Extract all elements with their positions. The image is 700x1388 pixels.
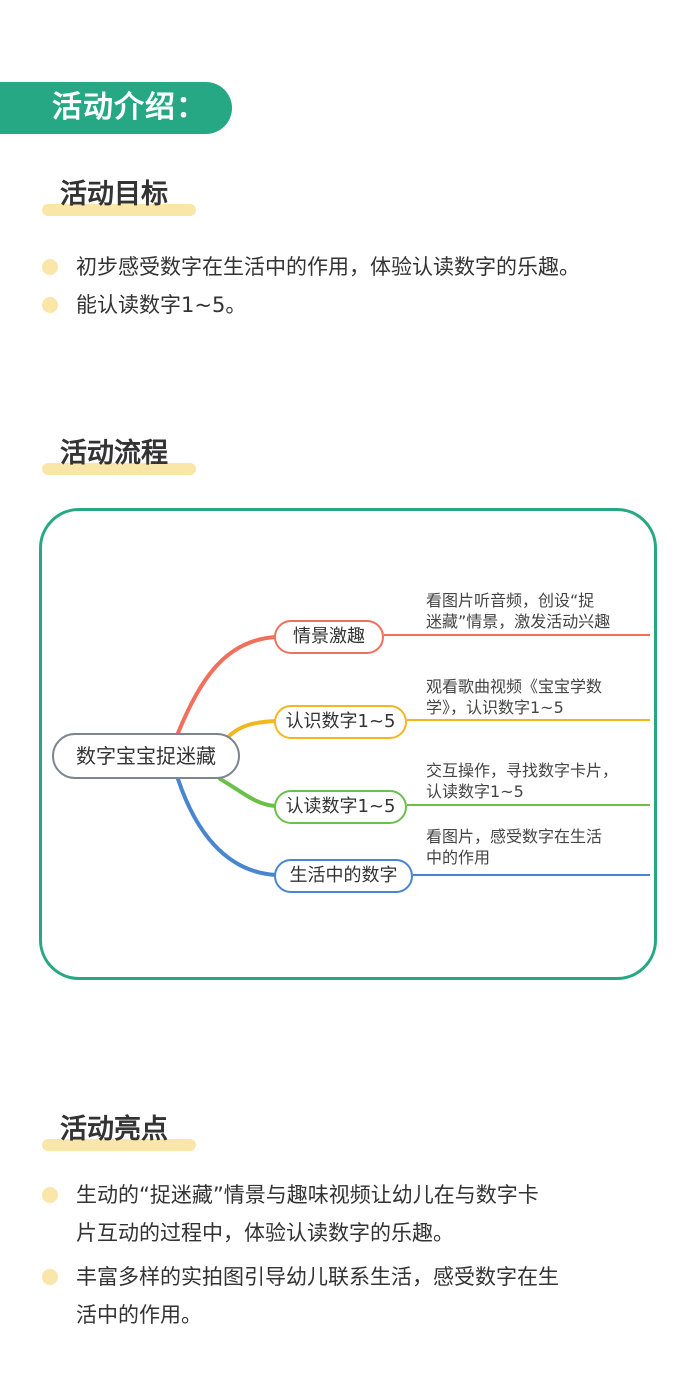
list-item: 初步感受数字在生活中的作用，体验认读数字的乐趣。 <box>42 251 682 283</box>
note-line: 认读数字1~5 <box>426 782 524 801</box>
bullet-dot-icon <box>42 1187 58 1203</box>
branch-curve-4 <box>176 777 278 877</box>
process-section-title: 活动流程 <box>42 437 196 477</box>
note-line: 看图片听音频，创设“捉 <box>426 591 595 610</box>
branch-curve-2 <box>226 719 278 739</box>
intro-banner: 活动介绍： <box>0 82 232 134</box>
bullet-dot-icon <box>42 259 58 275</box>
title-highlight <box>42 204 196 216</box>
list-item: 生动的“捉迷藏”情景与趣味视频让幼儿在与数字卡 片互动的过程中，体验认读数字的乐… <box>42 1176 682 1252</box>
goal-text: 能认读数字1~5。 <box>76 293 247 317</box>
intro-banner-title: 活动介绍： <box>52 90 207 125</box>
branch-node-2: 认识数字1~5 <box>274 705 407 739</box>
branch-note-2: 观看歌曲视频《宝宝学数 学》，认识数字1~5 <box>426 676 646 718</box>
branch-note-1: 看图片听音频，创设“捉 迷藏”情景，激发活动兴趣 <box>426 590 646 632</box>
note-line: 交互操作，寻找数字卡片， <box>426 761 619 780</box>
highlight-line: 活中的作用。 <box>76 1303 202 1327</box>
branch-note-4: 看图片，感受数字在生活 中的作用 <box>426 826 646 868</box>
highlights-section-title: 活动亮点 <box>42 1113 196 1153</box>
branch-note-3: 交互操作，寻找数字卡片， 认读数字1~5 <box>426 760 646 802</box>
goals-list: 初步感受数字在生活中的作用，体验认读数字的乐趣。 能认读数字1~5。 <box>42 251 682 321</box>
goal-text: 初步感受数字在生活中的作用，体验认读数字的乐趣。 <box>76 255 580 279</box>
goals-section-title: 活动目标 <box>42 178 196 218</box>
branch-curve-3 <box>218 777 278 808</box>
title-highlight <box>42 463 196 475</box>
note-line: 观看歌曲视频《宝宝学数 <box>426 677 603 696</box>
note-line: 迷藏”情景，激发活动兴趣 <box>426 612 611 631</box>
highlights-title-text: 活动亮点 <box>60 1114 168 1145</box>
highlight-line: 片互动的过程中，体验认读数字的乐趣。 <box>76 1221 454 1245</box>
note-line: 中的作用 <box>426 848 491 867</box>
highlight-line: 生动的“捉迷藏”情景与趣味视频让幼儿在与数字卡 <box>76 1183 539 1207</box>
branch-node-1: 情景激趣 <box>274 620 384 654</box>
list-item: 能认读数字1~5。 <box>42 289 682 321</box>
bullet-dot-icon <box>42 297 58 313</box>
branch-node-3: 认读数字1~5 <box>274 790 407 824</box>
list-item: 丰富多样的实拍图引导幼儿联系生活，感受数字在生 活中的作用。 <box>42 1258 682 1334</box>
mindmap-frame <box>39 508 657 980</box>
highlight-line: 丰富多样的实拍图引导幼儿联系生活，感受数字在生 <box>76 1265 559 1289</box>
bullet-dot-icon <box>42 1269 58 1285</box>
branch-curve-1 <box>176 635 278 735</box>
note-line: 看图片，感受数字在生活 <box>426 827 603 846</box>
title-highlight <box>42 1139 196 1151</box>
branch-node-4: 生活中的数字 <box>274 859 413 893</box>
process-title-text: 活动流程 <box>60 438 168 469</box>
goals-title-text: 活动目标 <box>60 179 168 210</box>
mindmap-root-node: 数字宝宝捉迷藏 <box>52 733 240 779</box>
note-line: 学》，认识数字1~5 <box>426 698 564 717</box>
highlights-list: 生动的“捉迷藏”情景与趣味视频让幼儿在与数字卡 片互动的过程中，体验认读数字的乐… <box>42 1176 682 1334</box>
